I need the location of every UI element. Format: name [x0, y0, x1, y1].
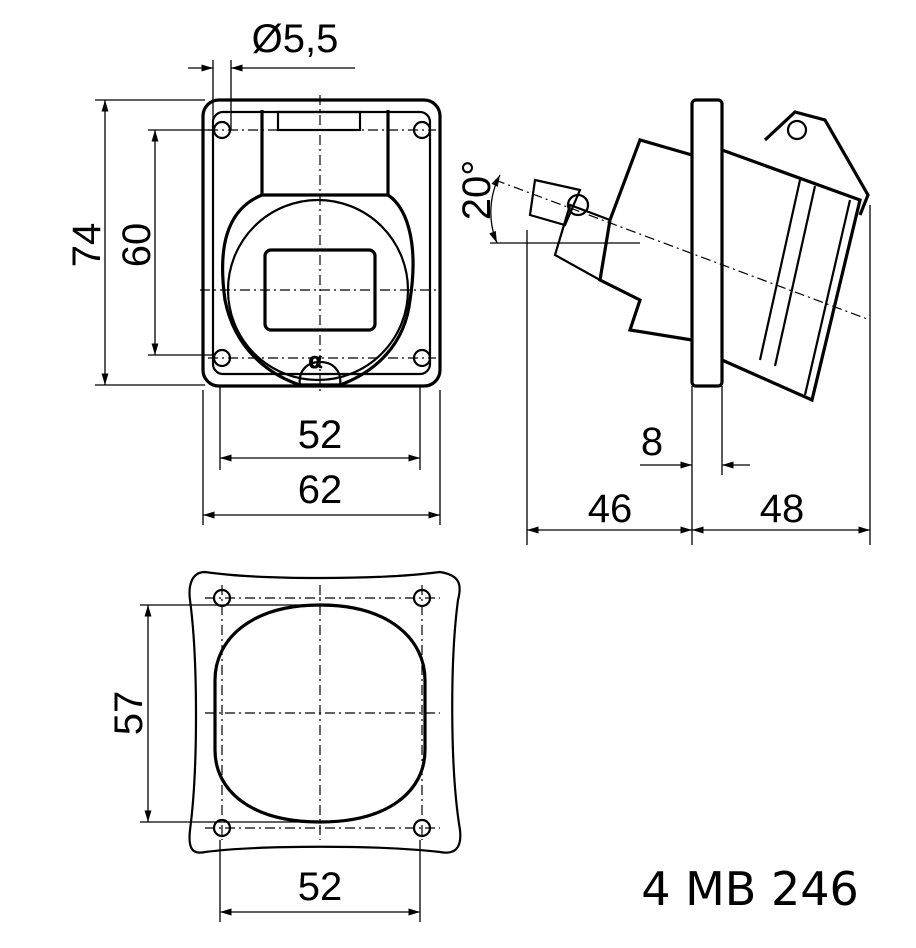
socket-housing: [721, 148, 862, 403]
dim-8: 8: [641, 420, 663, 464]
dim-60: 60: [115, 223, 159, 268]
cable-gland: [528, 178, 582, 227]
front-view: α 74 60 52 62 Ø5,5: [65, 17, 442, 525]
mounting-plate: [201, 98, 442, 388]
dim-52-cutout: 52: [298, 865, 343, 909]
hinge: [276, 110, 362, 132]
dim-hole-diameter: Ø5,5: [252, 17, 339, 61]
plate-inner-edge: [211, 110, 432, 376]
dim-74: 74: [65, 223, 109, 268]
dim-46: 46: [588, 487, 633, 531]
model-code: 4 MB 246: [641, 862, 859, 916]
dim-52-front: 52: [298, 413, 343, 457]
rear-body: [598, 138, 693, 342]
earth-symbol: α: [308, 349, 323, 374]
dim-57: 57: [107, 691, 151, 736]
cutout-view: 57 52: [107, 570, 462, 922]
dim-48: 48: [760, 487, 805, 531]
cutout-outline: [188, 570, 462, 854]
hinge-cover: [260, 110, 390, 197]
side-plate: [690, 98, 724, 388]
dim-62: 62: [298, 468, 343, 512]
dim-angle: 20°: [455, 160, 499, 221]
side-view: 20° 8 46 48: [455, 98, 871, 545]
lid: [763, 110, 870, 216]
